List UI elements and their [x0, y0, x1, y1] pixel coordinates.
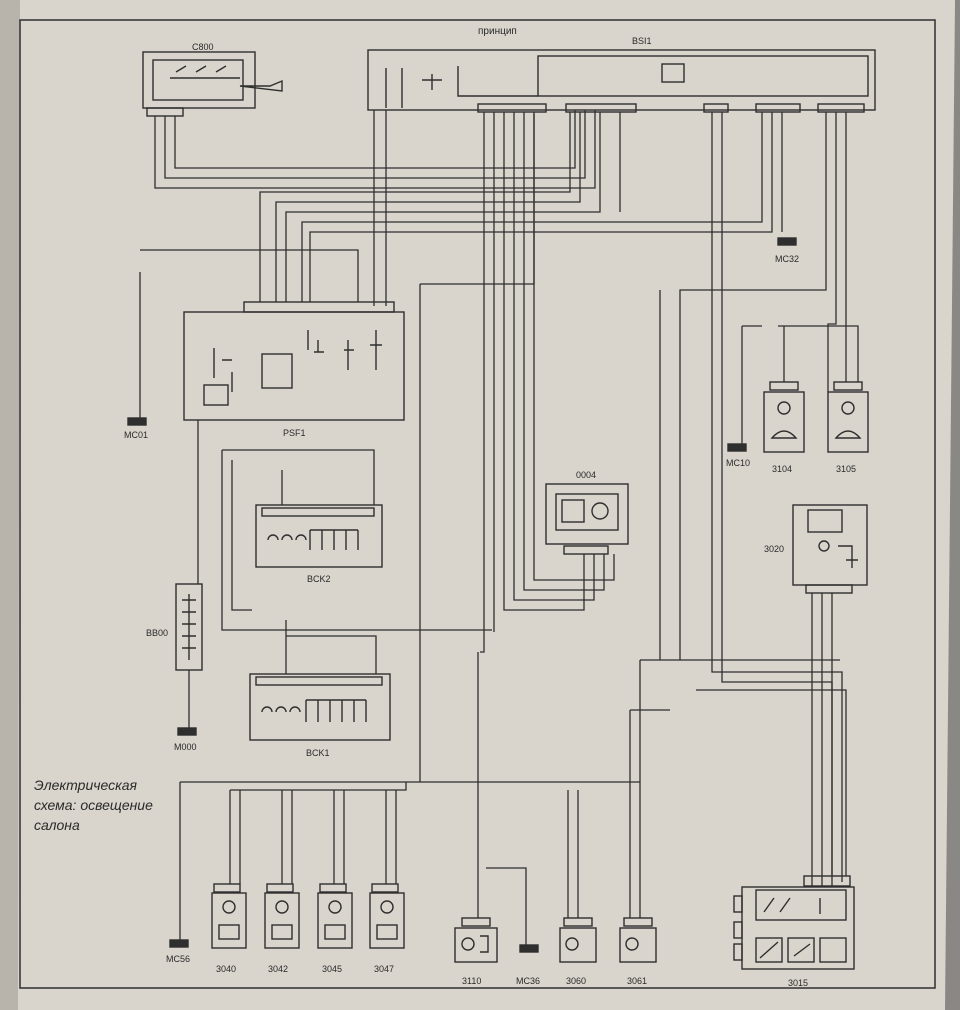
3105-label: 3105 [836, 464, 856, 474]
m000-label: M000 [174, 742, 197, 752]
0004-display [545, 483, 629, 555]
psf1-label: PSF1 [283, 428, 306, 438]
wire-harness [139, 110, 859, 946]
ground-symbols [127, 237, 797, 953]
mc36-label: MC36 [516, 976, 540, 986]
bck2-label: BCK2 [307, 574, 331, 584]
page-title: принцип [478, 26, 517, 37]
caption-line-3: салона [34, 817, 80, 833]
3045-lamp [317, 883, 353, 949]
diagram-caption: Электрическая схема: освещение салона [34, 777, 153, 833]
caption-line-1: Электрическая [34, 777, 138, 793]
3042-lamp [264, 883, 300, 949]
caption-line-2: схема: освещение [34, 797, 153, 813]
diagram-frame [19, 19, 936, 989]
bsi1-module [367, 49, 876, 113]
3060-label: 3060 [566, 976, 586, 986]
3015-label: 3015 [788, 978, 808, 988]
c800-label: C800 [192, 42, 214, 52]
3105-lamp [827, 381, 869, 453]
3110-lamp [454, 917, 498, 963]
3015-switch-panel [733, 875, 855, 970]
3040-lamp [211, 883, 247, 949]
3020-label: 3020 [764, 544, 784, 554]
page-shadow [0, 0, 20, 1010]
3104-label: 3104 [772, 464, 792, 474]
3047-lamp [369, 883, 405, 949]
bck1-module [249, 673, 391, 741]
3061-label: 3061 [627, 976, 647, 986]
3104-lamp [763, 381, 805, 453]
3040-label: 3040 [216, 964, 236, 974]
mc56-label: MC56 [166, 954, 190, 964]
3047-label: 3047 [374, 964, 394, 974]
3020-lamp-unit [792, 504, 868, 594]
0004-label: 0004 [576, 470, 596, 480]
3061-lamp [619, 917, 657, 963]
bb00-label: BB00 [146, 628, 168, 638]
mc10-label: MC10 [726, 458, 750, 468]
3110-label: 3110 [462, 976, 481, 986]
bck1-label: BCK1 [306, 748, 330, 758]
bck2-module [255, 504, 383, 568]
c800-connector [142, 51, 283, 117]
3042-label: 3042 [268, 964, 288, 974]
bsi1-label: BSI1 [632, 36, 652, 46]
mc01-label: MC01 [124, 430, 148, 440]
psf1-module [183, 301, 405, 421]
mc32-label: MC32 [775, 254, 799, 264]
3045-label: 3045 [322, 964, 342, 974]
